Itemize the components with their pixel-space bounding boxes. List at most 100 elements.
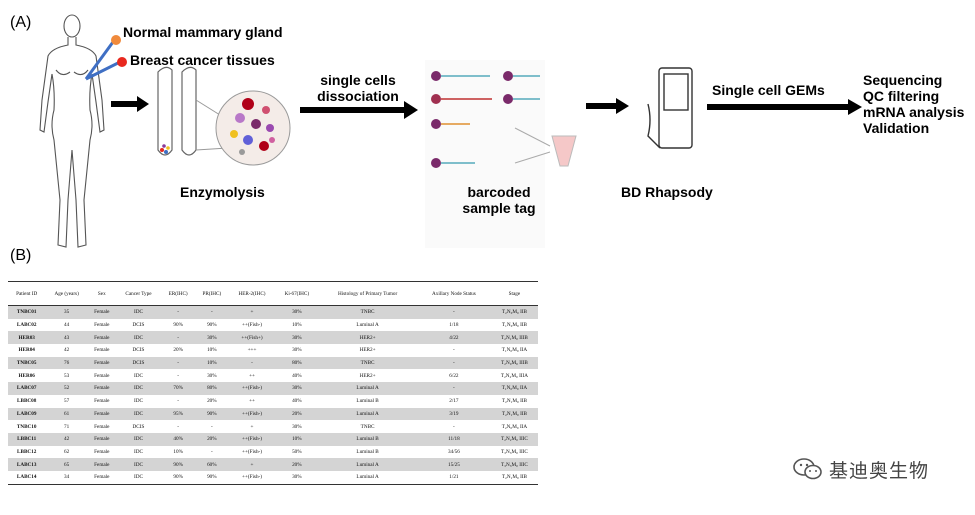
table-cell: T₃N₃M₀ IIIC xyxy=(500,461,528,468)
table-cell: IDC xyxy=(133,398,143,405)
table-cell: LBBC12 xyxy=(17,448,37,455)
table-cell: Luminal A xyxy=(356,385,379,392)
table-cell: 3/19 xyxy=(449,410,459,417)
table-cell: - xyxy=(177,309,180,316)
table-cell: 30% xyxy=(292,423,302,430)
table-cell: 71 xyxy=(64,423,70,430)
table-cell: +++ xyxy=(247,347,257,354)
table-cell: ++(Fish+) xyxy=(241,334,263,341)
table-cell: 42 xyxy=(64,436,70,443)
table-cell: 4/22 xyxy=(449,334,459,341)
barcoded-cells-icon xyxy=(431,71,577,168)
table-cell: 10% xyxy=(292,436,302,443)
table-cell: 90% xyxy=(195,470,229,485)
table-cell: - xyxy=(210,423,213,430)
table-cell: 57 xyxy=(64,398,70,405)
table-cell: - xyxy=(453,360,455,367)
panel-a-label: (A) xyxy=(10,14,32,31)
table-cell: DCIS xyxy=(132,347,145,354)
table-cell: 30% xyxy=(292,334,302,341)
table-cell: 40% xyxy=(173,436,183,443)
table-cell: ++(Fish-) xyxy=(228,470,276,485)
arrow-icon xyxy=(111,96,149,112)
cancer-tissue-label: Breast cancer tissues xyxy=(130,52,275,68)
watermark-text: 基迪奥生物 xyxy=(829,459,930,482)
table-cell: 30% xyxy=(275,470,319,485)
table-cell: IDC xyxy=(133,372,143,379)
table-cell: TNBC xyxy=(360,309,375,316)
table-cell: 50% xyxy=(292,448,302,455)
table-cell: ++(Fish-) xyxy=(242,448,262,455)
table-cell: 10% xyxy=(173,448,183,455)
table-cell: 80% xyxy=(207,385,217,392)
table-cell: Luminal A xyxy=(318,470,417,485)
table-cell: 90% xyxy=(207,410,217,417)
female-body-icon xyxy=(39,14,105,248)
table-cell: 95% xyxy=(173,410,183,417)
column-header: Cancer Type xyxy=(115,281,162,306)
table-cell: T₂N₁M₀ IIB xyxy=(501,410,528,417)
table-cell: 44 xyxy=(64,322,70,329)
table-cell: TNBC10 xyxy=(16,423,37,430)
dissociation-line-2: dissociation xyxy=(317,88,399,104)
table-cell: 76 xyxy=(64,360,70,367)
table-cell: LABC14 xyxy=(8,470,46,485)
table-cell: 20% xyxy=(173,347,183,354)
table-cell: Female xyxy=(94,398,110,405)
table-cell: Female xyxy=(94,423,110,430)
cancer-tissue-dot xyxy=(117,57,127,67)
table-cell: Female xyxy=(94,410,110,417)
table-cell: 40% xyxy=(292,372,302,379)
table-cell: HER2+ xyxy=(359,334,376,341)
table-cell: Female xyxy=(94,334,110,341)
normal-tissue-dot xyxy=(111,35,121,45)
table-cell: IDC xyxy=(133,436,143,443)
table-cell: - xyxy=(453,385,455,392)
barcode-panel xyxy=(425,60,545,248)
column-header: Age (years) xyxy=(45,281,88,306)
table-cell: HER06 xyxy=(18,372,35,379)
table-cell: IDC xyxy=(133,334,143,341)
table-cell: T₂N₀M₀ IIA xyxy=(501,423,528,430)
table-cell: T₂N₁M₀ IIB xyxy=(490,470,538,485)
table-cell: Luminal B xyxy=(356,436,379,443)
table-cell: 65 xyxy=(64,461,70,468)
table-cell: LBBC11 xyxy=(17,436,37,443)
table-cell: - xyxy=(251,360,253,367)
table-cell: 20% xyxy=(292,461,302,468)
table-cell: - xyxy=(210,448,213,455)
table-cell: 52 xyxy=(64,385,70,392)
table-cell: IDC xyxy=(133,385,143,392)
table-cell: + xyxy=(250,309,254,316)
table-cell: 42 xyxy=(64,347,70,354)
table-cell: Luminal A xyxy=(356,410,379,417)
table-cell: 70% xyxy=(173,385,183,392)
dissociation-label: single cells dissociation xyxy=(313,72,403,104)
table-cell: T₂N₂M₀ IIIA xyxy=(500,372,529,379)
table-cell: IDC xyxy=(133,410,143,417)
pointer-line xyxy=(85,61,119,81)
watermark: 基迪奥生物 xyxy=(793,454,953,484)
table-cell: 40% xyxy=(292,398,302,405)
table-cell: IDC xyxy=(115,470,162,485)
table-cell: TNBC01 xyxy=(16,309,37,316)
analysis-step: Sequencing xyxy=(863,72,943,88)
table-cell: T₁N₀M₀ IIB xyxy=(501,322,528,329)
table-cell: HER2+ xyxy=(359,347,376,354)
table-cell: 80% xyxy=(292,360,302,367)
table-cell: Luminal A xyxy=(356,461,379,468)
table-cell: Female xyxy=(94,461,110,468)
table-cell: 2/17 xyxy=(449,398,459,405)
column-header: ER(IHC) xyxy=(161,281,196,306)
barcode-line-2: sample tag xyxy=(462,200,536,216)
table-cell: + xyxy=(250,461,254,468)
table-cell: 90% xyxy=(207,322,217,329)
column-header: Axillary Node Status xyxy=(416,281,491,306)
table-cell: 30% xyxy=(207,372,217,379)
analysis-step: QC filtering xyxy=(863,88,940,104)
